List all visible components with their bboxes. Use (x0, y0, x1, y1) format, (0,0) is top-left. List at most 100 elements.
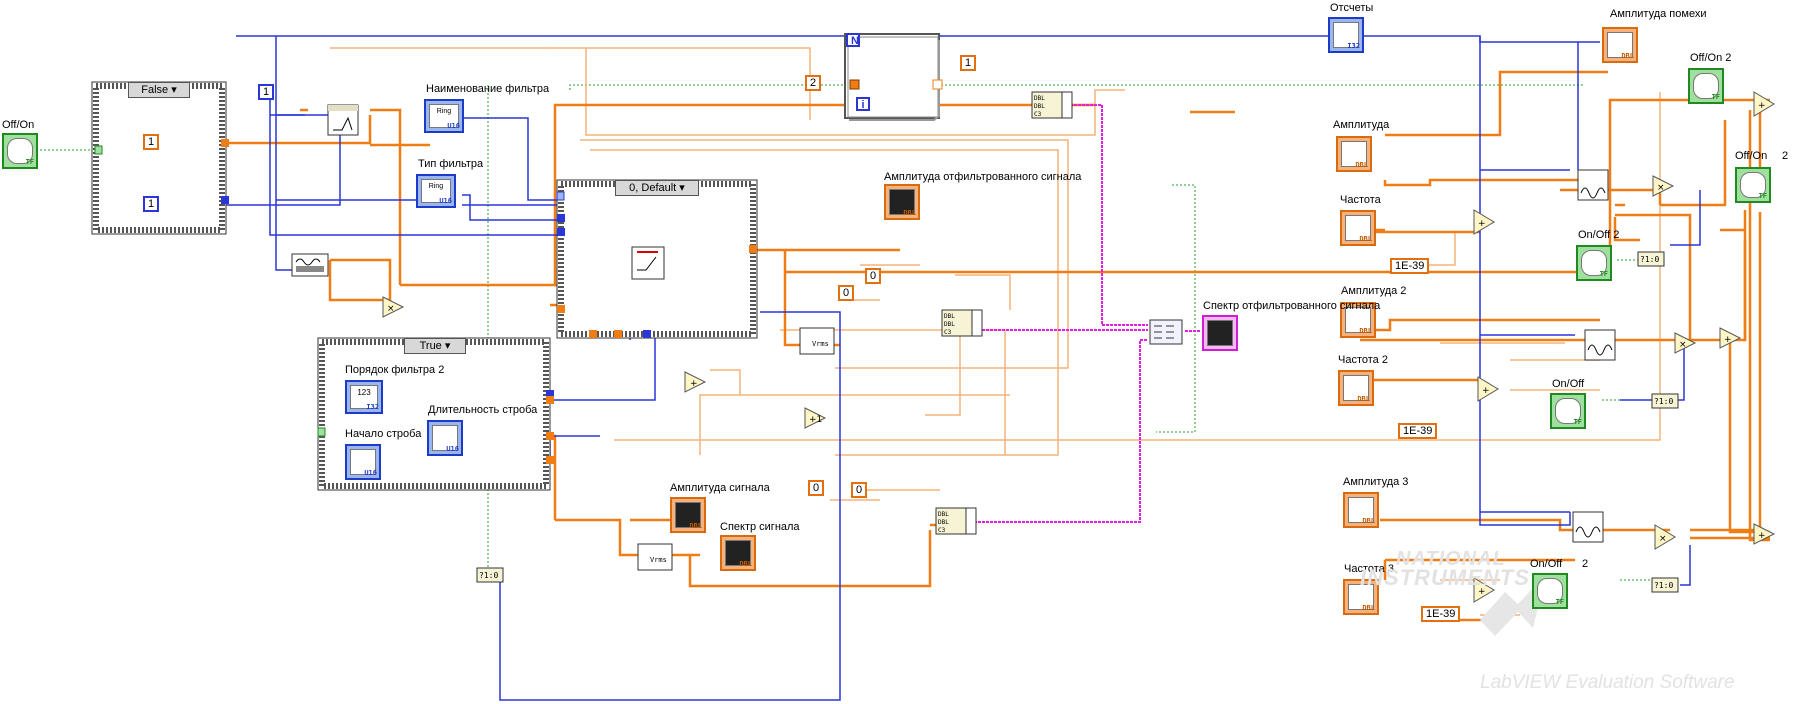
filtered-spectrum-label: Спектр отфильтрованного сигнала (1203, 300, 1381, 312)
svg-text:DBL: DBL (938, 519, 949, 526)
off-on-label: Off/On (2, 119, 35, 131)
off-on-2-toggle[interactable]: TF (1688, 68, 1724, 104)
watermark-brand-line-2: INSTRUMENTS (1360, 565, 1530, 590)
signal-spectrum-graph[interactable]: DBL (720, 535, 756, 571)
constant-1-blue-2[interactable]: 1 (143, 196, 160, 212)
bool-to-num-nodes[interactable] (476, 251, 1679, 593)
filter-type-label: Тип фильтра (418, 158, 484, 170)
toggle-icon (1693, 73, 1719, 99)
case-selector-label: True (419, 340, 442, 352)
filtered-spectrum-graph[interactable] (1202, 315, 1238, 351)
svg-text:DBL: DBL (1034, 95, 1045, 102)
loop-count-terminal[interactable]: N (846, 33, 860, 47)
datatype-tf: TF (1555, 598, 1564, 606)
loop-iteration-terminal[interactable]: i (856, 97, 870, 111)
toggle-icon (7, 138, 33, 164)
signal-spectrum-label: Спектр сигнала (720, 521, 800, 533)
constant-0-a[interactable]: 0 (865, 268, 882, 284)
constant-epsilon-2[interactable]: 1E-39 (1398, 423, 1438, 439)
add-node (1719, 327, 1742, 349)
strobe-duration-label: Длительность строба (428, 404, 538, 416)
amplitude-control[interactable]: DBL (1336, 136, 1372, 172)
filter-name-control[interactable]: Ring U16 (424, 99, 464, 133)
datatype-u16: U16 (364, 469, 377, 477)
signal-amplitude-graph[interactable]: DBL (670, 497, 706, 533)
on-off-2-label: On/Off 2 (1578, 229, 1620, 241)
watermark-brand: NATIONAL INSTRUMENTS (1300, 548, 1530, 591)
ring-icon: Ring (429, 104, 459, 128)
constant-epsilon-3[interactable]: 1E-39 (1421, 606, 1461, 622)
datatype-dbl: DBL (1355, 161, 1368, 169)
datatype-tf: TF (1758, 192, 1767, 200)
constant-1-top[interactable]: 1 (960, 55, 977, 71)
constant-epsilon-1[interactable]: 1E-39 (1390, 258, 1430, 274)
graph-icon (889, 189, 915, 215)
case-selector-false[interactable]: False ▾ (128, 82, 190, 98)
datatype-tf: TF (1599, 270, 1608, 278)
knob-icon (1341, 141, 1367, 167)
amplitude-3-control[interactable]: DBL (1343, 492, 1379, 528)
amplitude-3-label: Амплитуда 3 (1343, 476, 1409, 488)
filter-order-2-control[interactable]: 123 I32 (345, 380, 383, 414)
svg-text:C3: C3 (1034, 111, 1042, 118)
thin-dbl-wires (330, 47, 1661, 616)
constant-0-b[interactable]: 0 (838, 285, 855, 301)
case-selector-true[interactable]: True ▾ (404, 338, 466, 354)
noise-amplitude-label: Амплитуда помехи (1610, 8, 1707, 20)
svg-text:+: + (1724, 335, 1732, 345)
filtered-amplitude-graph[interactable]: DBL (884, 184, 920, 220)
constant-1-orange[interactable]: 1 (143, 134, 160, 150)
datatype-tf: TF (1573, 418, 1582, 426)
frequency-2-control[interactable]: DBL (1338, 370, 1374, 406)
knob-icon (1345, 215, 1371, 241)
on-off-2-toggle[interactable]: TF (1576, 245, 1612, 281)
arith-nodes[interactable] (382, 91, 1776, 603)
frequency-3-control[interactable]: DBL (1343, 579, 1379, 615)
frequency-label: Частота (1340, 194, 1381, 206)
filtered-amplitude-label: Амплитуда отфильтрованного сигнала (884, 171, 1082, 183)
datatype-tf: TF (1711, 93, 1720, 101)
toggle-icon (1581, 250, 1607, 276)
constant-0-d[interactable]: 0 (851, 482, 868, 498)
svg-text:+: + (1758, 531, 1766, 541)
multiply-node (382, 296, 405, 318)
numeric-text: 123 (357, 388, 371, 397)
loop-count-text: N (851, 35, 859, 47)
datatype-u16: U16 (446, 445, 459, 453)
svg-text:+: + (690, 379, 698, 389)
samples-control[interactable]: I32 (1328, 17, 1364, 53)
noise-amplitude-control[interactable]: DBL (1602, 27, 1638, 63)
strobe-start-control[interactable]: U16 (345, 444, 381, 480)
graph-icon (725, 540, 751, 566)
off-on-right-toggle[interactable]: TF (1735, 167, 1771, 203)
knob-icon (350, 449, 376, 475)
subvi-icons[interactable]: Vrms Vrms (291, 104, 1616, 571)
add-node (1477, 376, 1499, 402)
constant-1-blue[interactable]: 1 (258, 84, 275, 100)
on-off-bottom-toggle[interactable]: TF (1532, 573, 1568, 609)
toggle-icon (1555, 398, 1581, 424)
case-selector-default[interactable]: 0, Default ▾ (615, 180, 699, 196)
strobe-duration-control[interactable]: U16 (427, 420, 463, 456)
case-selector-label: 0, Default (629, 182, 677, 194)
svg-text:+: + (1482, 386, 1490, 396)
constant-0-c[interactable]: 0 (808, 480, 825, 496)
constant-2[interactable]: 2 (805, 75, 822, 91)
datatype-tf: TF (25, 158, 34, 166)
watermark-brand-line-1: NATIONAL (1396, 548, 1506, 570)
on-off-toggle[interactable]: TF (1550, 393, 1586, 429)
amplitude-2-control[interactable]: DBL (1340, 302, 1376, 338)
strobe-start-label: Начало строба (345, 428, 422, 440)
filter-type-control[interactable]: Ring U16 (416, 174, 456, 208)
amplitude-label: Амплитуда (1333, 119, 1390, 131)
knob-icon (1333, 22, 1359, 48)
datatype-dbl: DBL (739, 560, 752, 568)
frequency-control[interactable]: DBL (1340, 210, 1376, 246)
add-node (1753, 91, 1775, 117)
svg-text:Vrms: Vrms (812, 340, 829, 348)
off-on-toggle[interactable]: TF (2, 133, 38, 169)
bool-to-num-label: ?1:0 (1654, 397, 1674, 406)
tunnels (94, 139, 757, 464)
